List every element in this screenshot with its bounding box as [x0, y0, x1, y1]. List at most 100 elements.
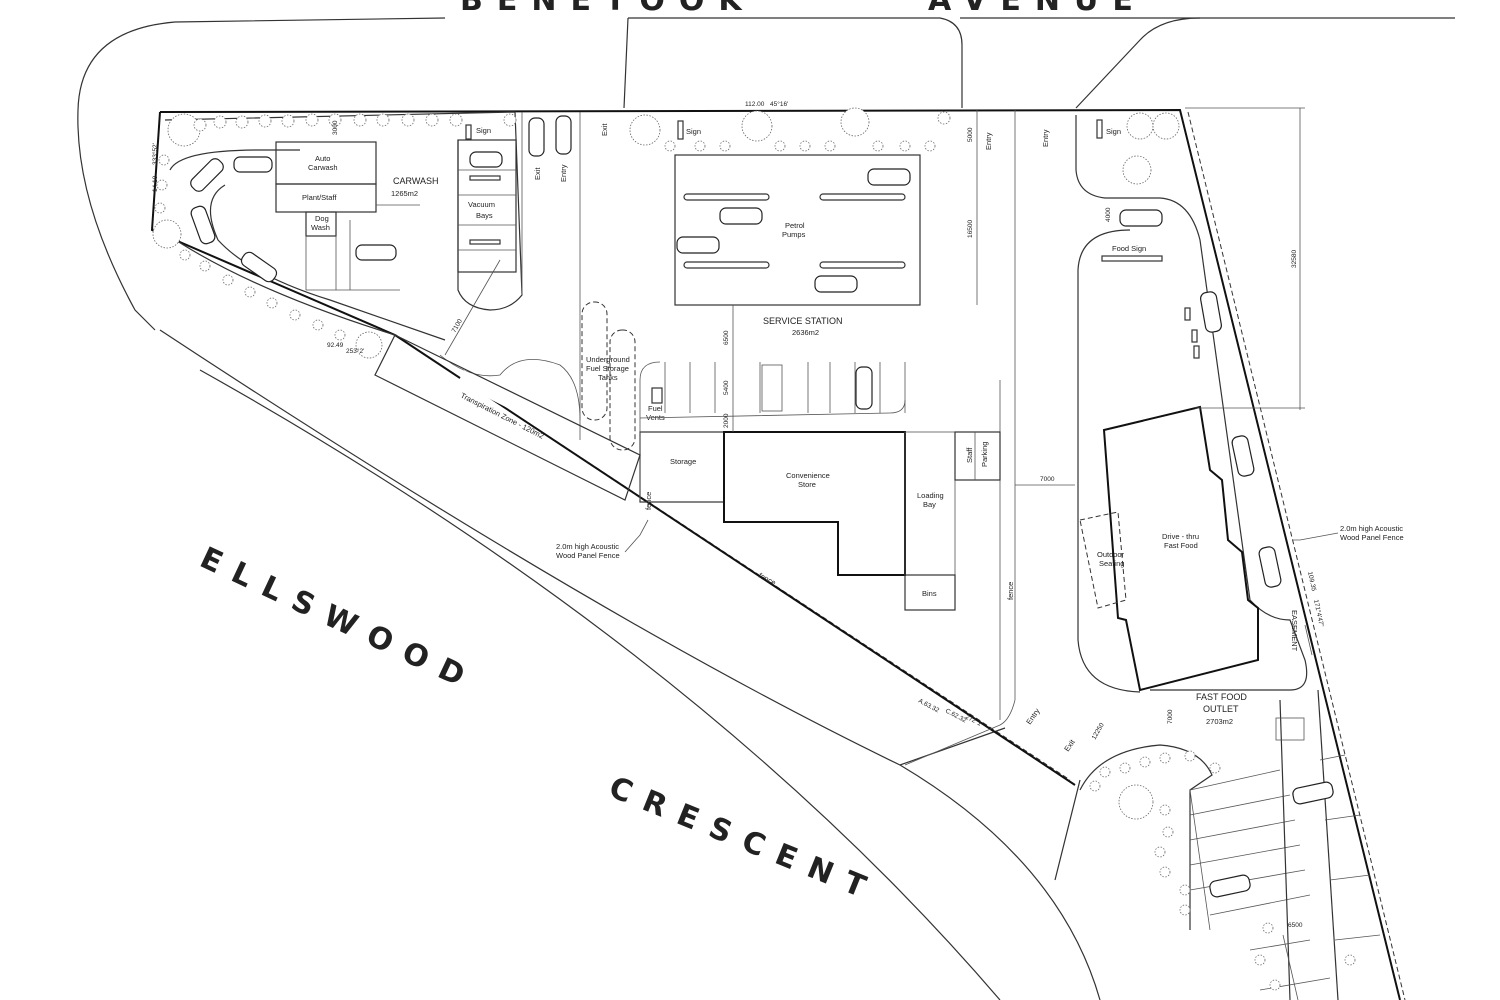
ufst-label-2: Fuel Storage [586, 364, 629, 373]
tree [840, 107, 870, 137]
tree [1089, 780, 1101, 792]
car [190, 205, 216, 245]
fast-food-area-label: 2703m2 [1206, 717, 1233, 726]
fast-food-title-2: OUTLET [1203, 704, 1239, 714]
dim-6500: 6500 [723, 330, 730, 345]
car [233, 156, 273, 173]
tree [312, 319, 324, 331]
service-station-area: Petrol Pumps SERVICE STATION 2636m2 Unde… [581, 120, 1015, 611]
acoustic-fence-label-west-2: Wood Panel Fence [556, 551, 620, 560]
convenience-store-label: Convenience [786, 471, 830, 480]
fast-food-area: Drive - thru Fast Food Outdoor Seating F… [1075, 115, 1381, 1000]
tree [425, 113, 439, 127]
entry-label-south: Entry [1024, 706, 1042, 726]
ufst-label-3: Tanks [598, 373, 618, 382]
car [676, 236, 720, 254]
bearing-s-3: 272°1' [964, 713, 984, 729]
car [190, 158, 224, 192]
outdoor-seating-label-2: Seating [1099, 559, 1124, 568]
tree [629, 114, 661, 146]
vacuum-bays-label-2: Bays [476, 211, 493, 220]
plant-staff-label: Plant/Staff [302, 193, 337, 202]
auto-carwash-label-2: Carwash [308, 163, 338, 172]
car [555, 115, 572, 155]
bearing-s: A.63.32 [917, 698, 940, 715]
road-name-benetook: BENETOOK [460, 0, 756, 18]
tree [1179, 884, 1191, 896]
tree [774, 140, 786, 152]
tree [1118, 784, 1154, 820]
tree [235, 115, 249, 129]
car [1258, 546, 1282, 588]
tree [376, 113, 390, 127]
petrol-pumps-label-2: Pumps [782, 230, 806, 239]
dim-32580: 32580 [1291, 250, 1298, 268]
tree [694, 140, 706, 152]
bearing-top: 112.00 [745, 101, 765, 108]
tree [1184, 750, 1196, 762]
bins-label: Bins [922, 589, 937, 598]
dim-7000-a: 7000 [1040, 476, 1055, 483]
tree [193, 118, 207, 132]
bearing-left-2: 333°52' [151, 143, 159, 165]
dim-3000: 3000 [332, 120, 339, 135]
tree [1154, 846, 1166, 858]
car [719, 207, 763, 225]
tree [289, 309, 301, 321]
easement-label: EASEMENT [1290, 610, 1299, 652]
tree [305, 113, 319, 127]
road-name-avenue: AVENUE [928, 0, 1147, 18]
tree [167, 113, 201, 147]
tree [1126, 112, 1154, 140]
loading-bay-label-2: Bay [923, 500, 936, 509]
tree [222, 274, 234, 286]
cars [190, 115, 1334, 898]
tree [1162, 826, 1174, 838]
car [1209, 874, 1251, 898]
tree [1159, 866, 1171, 878]
access-labels: Exit Entry Exit Entry Entry Entry Exit [533, 123, 1077, 754]
car [355, 244, 397, 261]
car [1231, 435, 1255, 477]
tree [664, 140, 676, 152]
entry-label-station: Entry [984, 132, 993, 150]
dim-2000: 2000 [723, 413, 730, 428]
carwash-title: CARWASH [393, 176, 439, 186]
exit-label-station: Exit [600, 123, 609, 136]
service-station-title: SERVICE STATION [763, 316, 843, 326]
bearing-sw: 92.49 [327, 342, 344, 349]
tree [1152, 112, 1180, 140]
outdoor-seating-label: Outdoor [1097, 550, 1125, 559]
tree [401, 113, 415, 127]
tree [1122, 155, 1152, 185]
tree [824, 140, 836, 152]
tree [266, 297, 278, 309]
fast-food-title: FAST FOOD [1196, 692, 1247, 702]
dim-16500: 16500 [967, 220, 974, 238]
site-boundary [150, 108, 1406, 1000]
car [1292, 781, 1334, 805]
acoustic-fence-label-east-2: Wood Panel Fence [1340, 533, 1404, 542]
tree [872, 140, 884, 152]
exit-label-south: Exit [1062, 737, 1077, 753]
exit-label-carwash: Exit [533, 167, 542, 180]
carwash-area-label: 1265m2 [391, 189, 418, 198]
dog-wash-label-2: Wash [311, 223, 330, 232]
dog-wash-label: Dog [315, 214, 329, 223]
tree [1269, 979, 1281, 991]
convenience-store-label-2: Store [798, 480, 816, 489]
dim-6500-b: 6500 [1288, 922, 1303, 929]
tree [719, 140, 731, 152]
car [469, 151, 503, 168]
acoustic-notes: 2.0m high Acoustic Wood Panel Fence 2.0m… [556, 519, 1404, 560]
dim-7000-b: 7000 [1167, 709, 1174, 724]
tree [244, 286, 256, 298]
entry-label-center: Entry [1041, 129, 1050, 147]
tree [1344, 954, 1356, 966]
fence-label-east: fence [1006, 582, 1015, 600]
tree [355, 331, 383, 359]
tree [1209, 762, 1221, 774]
fast-food-sign-label: Sign [1106, 127, 1121, 136]
tree [154, 202, 166, 214]
fence-label-south: fence [757, 571, 777, 588]
